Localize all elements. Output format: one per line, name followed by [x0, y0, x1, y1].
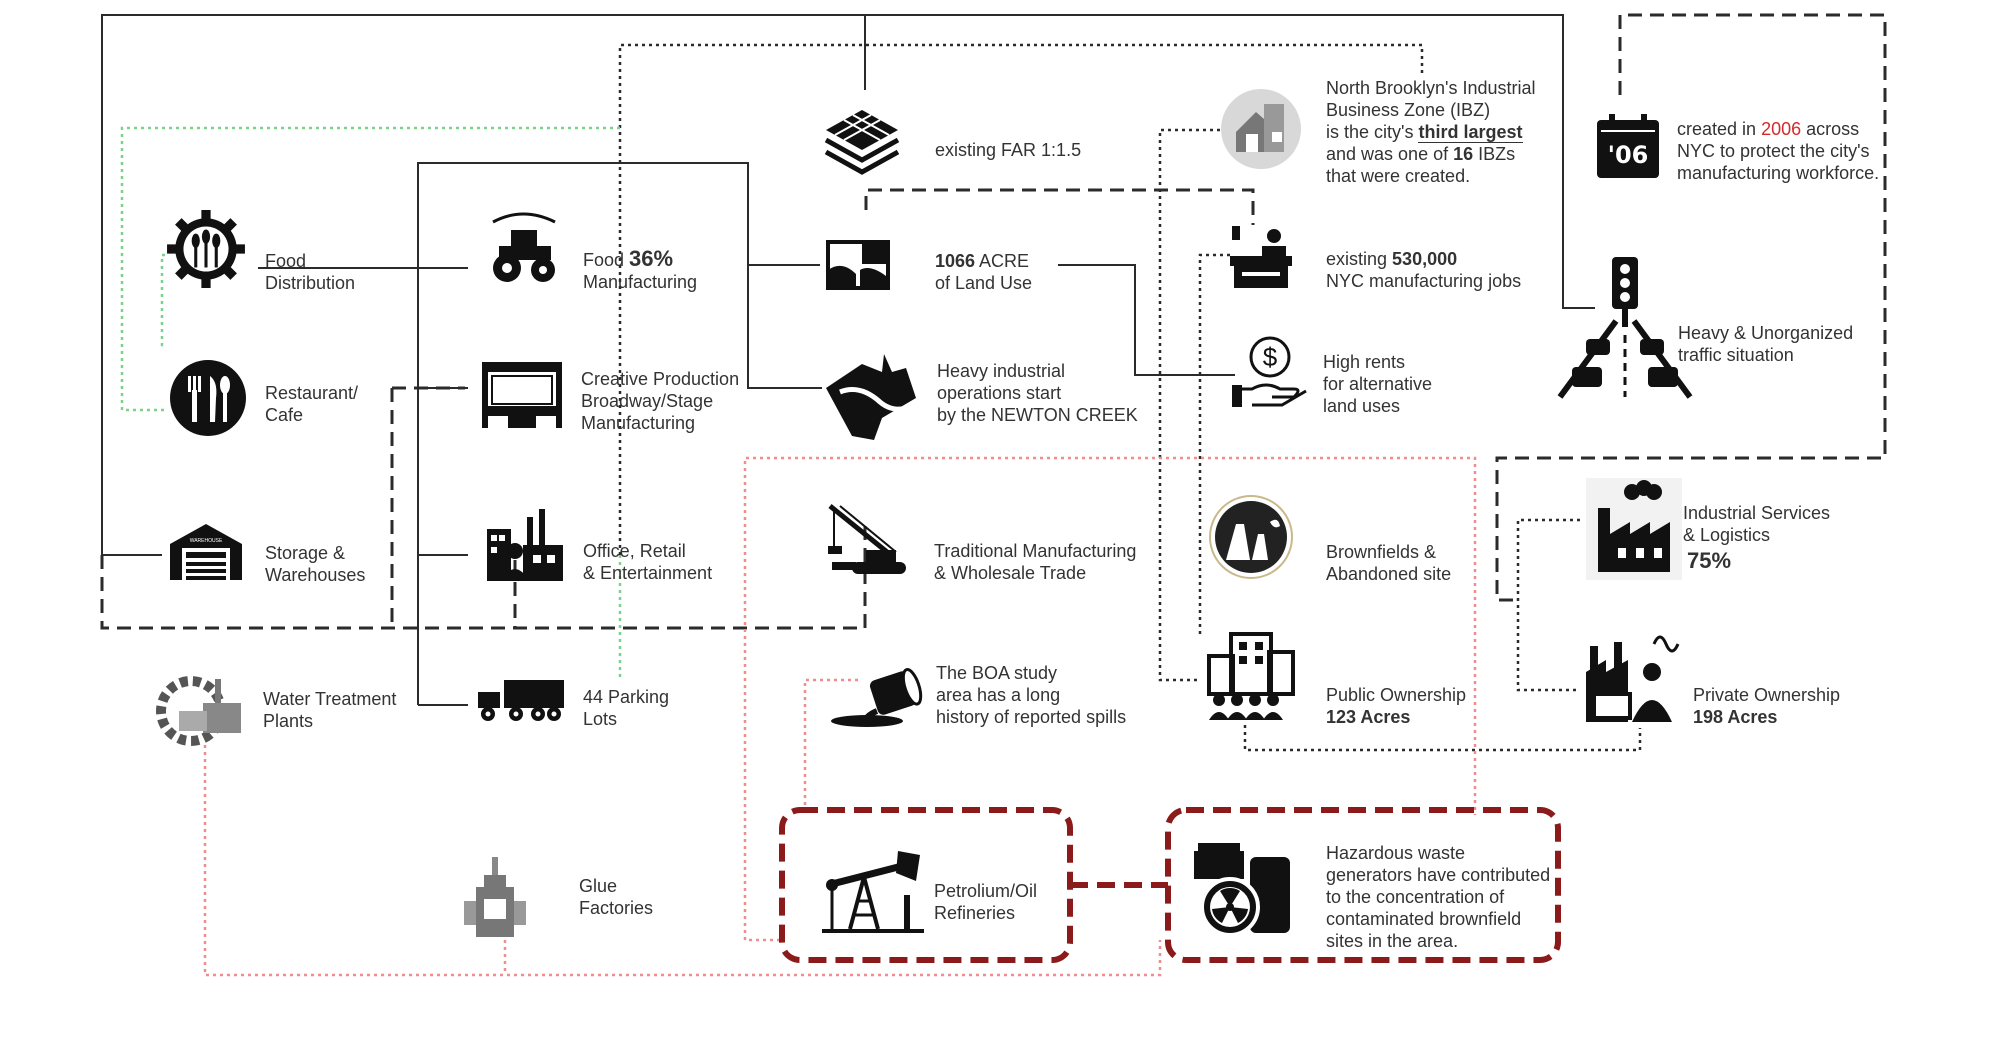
- layers-grid-icon: [824, 110, 900, 175]
- industrial-services-label: Industrial Services & Logistics 75%: [1683, 503, 1831, 573]
- private-factory-icon: [1586, 635, 1680, 722]
- green-connector: [160, 253, 165, 347]
- food-manufacturing-label: Food 36% Manufacturing: [583, 246, 698, 293]
- dollar-hand-icon: $: [1232, 336, 1307, 407]
- traditional-label: Traditional Manufacturing& Wholesale Tra…: [934, 541, 1137, 583]
- calendar-year: '06: [1607, 141, 1649, 169]
- solid-connector: [1058, 264, 1235, 376]
- brownfield-icon: [1209, 495, 1293, 579]
- fork-knife-spoon-icon: [170, 360, 246, 436]
- pink-connector: [803, 678, 858, 815]
- industrial-services-pct: 75%: [1687, 548, 1732, 573]
- water-plant-gear-icon: [156, 676, 241, 746]
- glue-bottle-icon: [464, 857, 526, 937]
- tractor-icon: [492, 212, 556, 282]
- brownfields-label: Brownfields &Abandoned site: [1326, 542, 1452, 584]
- hazard-barrel-icon: [1194, 843, 1290, 937]
- dotted-connector: [618, 43, 1424, 555]
- factory-worker-icon: [1230, 226, 1292, 288]
- far-label: existing FAR 1:1.5: [935, 140, 1082, 160]
- ibz-house-icon: [1221, 89, 1301, 169]
- dotted-connector: [1516, 518, 1580, 692]
- oil-spill-icon: [831, 668, 923, 727]
- solid-connector: [101, 14, 1595, 555]
- warehouse-icon: WAREHOUSE: [170, 524, 242, 580]
- hazardous-box: [1165, 807, 1561, 963]
- restaurant-label: Restaurant/Cafe: [265, 383, 359, 425]
- ibz-label: North Brooklyn's Industrial Business Zon…: [1326, 78, 1536, 186]
- stage-icon: [482, 362, 562, 428]
- dotted-connector: [1198, 253, 1230, 635]
- calendar-06-icon: [1597, 114, 1659, 178]
- land-use-label: 1066 ACRE of Land Use: [935, 251, 1033, 293]
- pink-connector: [203, 745, 1162, 977]
- wheat-gear-icon: [167, 210, 245, 288]
- food-manufacturing-pct: 36%: [629, 246, 674, 271]
- dotted-connector: [1158, 128, 1220, 682]
- green-connector: [120, 126, 620, 412]
- dotted-connector: [1243, 725, 1642, 752]
- land-map-icon: [826, 240, 890, 290]
- industrial-factory-icon: [1586, 478, 1682, 580]
- storage-label: Storage &Warehouses: [265, 543, 366, 585]
- solid-connector: [417, 162, 820, 268]
- dashed-connector: [1495, 13, 1887, 602]
- public-building-icon: [1207, 632, 1295, 720]
- truck-icon: [478, 680, 564, 721]
- created-year: 2006: [1761, 119, 1802, 139]
- pink-connector: [743, 456, 1477, 942]
- traffic-light-road-icon: [1557, 257, 1693, 399]
- creek-map-icon: [826, 354, 916, 440]
- jobs-label: existing 530,000 NYC manufacturing jobs: [1326, 249, 1522, 291]
- dashed-connector: [864, 188, 1255, 225]
- svg-text:$: $: [1263, 342, 1278, 372]
- solid-connector: [747, 265, 822, 389]
- created-label: created in 2006 across NYC to protect th…: [1677, 119, 1880, 183]
- oil-pump-icon: [822, 851, 924, 933]
- office-worker-icon: [487, 509, 563, 581]
- office-retail-label: Office, Retail& Entertainment: [583, 541, 713, 583]
- warehouse-sign: WAREHOUSE: [190, 538, 223, 544]
- crane-icon: [828, 504, 906, 574]
